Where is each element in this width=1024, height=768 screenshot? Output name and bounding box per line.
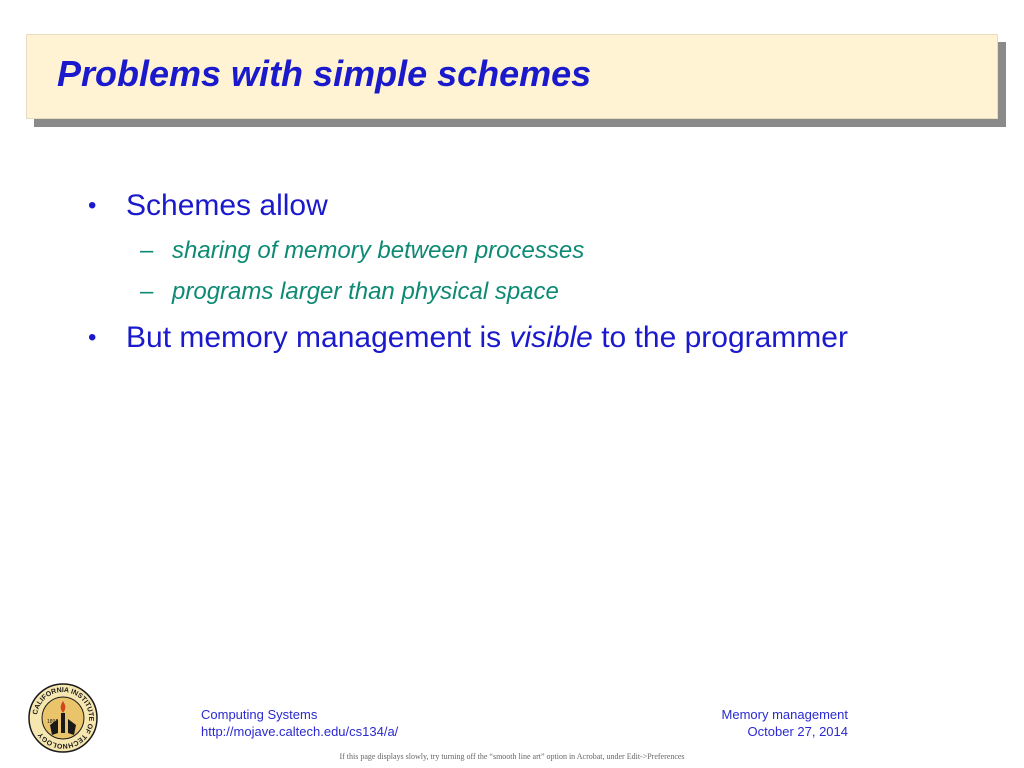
bullet-item: • Schemes allow	[88, 188, 328, 224]
dash-icon: –	[140, 237, 154, 264]
bullet-text-emphasis: visible	[509, 321, 593, 354]
bullet-text: Schemes allow	[126, 189, 328, 222]
footer-date: October 27, 2014	[747, 724, 848, 739]
title-banner: Problems with simple schemes	[26, 34, 998, 119]
footer-url[interactable]: http://mojave.caltech.edu/cs134/a/	[201, 724, 399, 739]
bullet-text-after: to the programmer	[592, 321, 848, 354]
caltech-seal-logo: CALIFORNIA INSTITUTE OF TECHNOLOGY 1891	[28, 683, 98, 753]
footer-course: Computing Systems	[201, 707, 318, 722]
sub-bullet-item: –programs larger than physical space	[140, 277, 559, 307]
footer-topic: Memory management	[721, 707, 848, 722]
slide-title: Problems with simple schemes	[57, 53, 592, 94]
sub-bullet-text: sharing of memory between processes	[172, 237, 585, 264]
dash-icon: –	[140, 278, 154, 305]
footer-fine-print: If this page displays slowly, try turnin…	[339, 752, 685, 761]
bullet-icon: •	[88, 192, 97, 219]
bullet-text-before: But memory management is	[126, 321, 510, 354]
bullet-item: • But memory management is visible to the…	[88, 320, 848, 356]
bullet-icon: •	[88, 324, 97, 351]
svg-text:1891: 1891	[47, 719, 58, 725]
sub-bullet-item: –sharing of memory between processes	[140, 236, 584, 266]
sub-bullet-text: programs larger than physical space	[172, 278, 559, 305]
